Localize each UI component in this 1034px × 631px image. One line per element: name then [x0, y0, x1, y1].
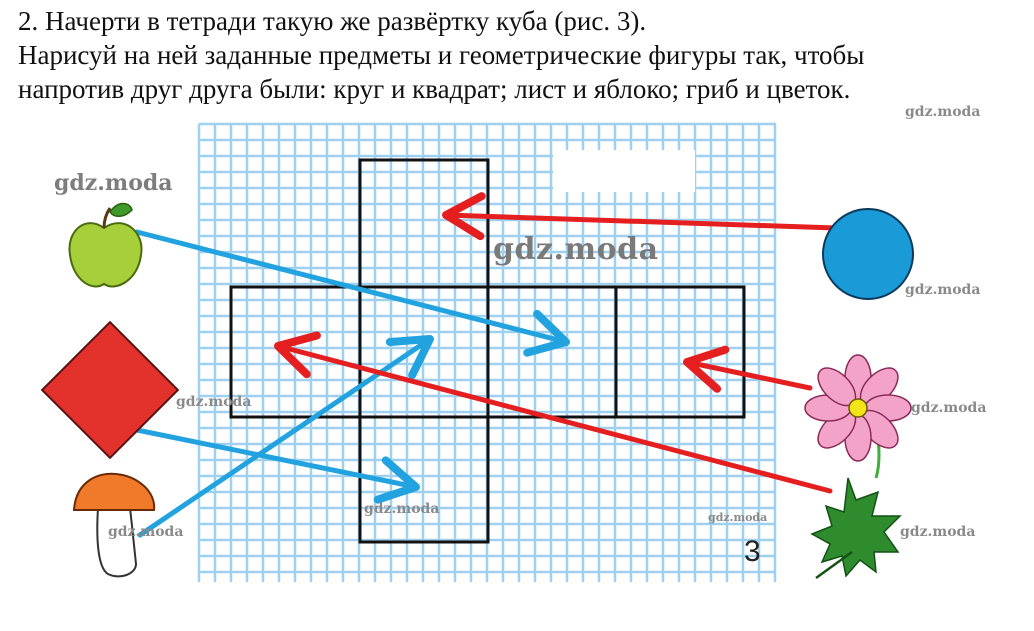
task-line-3: напротив друг друга были: круг и квадрат…	[18, 74, 851, 104]
watermark: gdz.moda	[493, 232, 659, 267]
arrow-flower-to-net	[683, 345, 813, 393]
task-line-1: 2. Начерти в тетради такую же развёртку …	[18, 6, 647, 36]
maple-leaf-icon	[810, 477, 902, 580]
figure-number: 3	[744, 535, 761, 568]
cube-net	[229, 158, 746, 544]
arrow-square-to-net	[129, 426, 420, 504]
mushroom-icon	[72, 472, 156, 578]
flower-icon	[804, 354, 912, 479]
net-face-bottom	[358, 415, 490, 544]
watermark: gdz.moda	[364, 501, 440, 517]
hidden-patch	[553, 150, 695, 192]
watermark: gdz.moda	[905, 282, 981, 298]
net-face-far-right	[614, 285, 746, 419]
watermark: gdz.moda	[176, 394, 252, 410]
arrow-apple-to-net	[134, 229, 570, 357]
watermark: gdz.moda	[708, 511, 768, 524]
arrows	[129, 192, 839, 538]
watermark: gdz.moda	[54, 170, 173, 196]
watermark: gdz.moda	[900, 524, 976, 540]
arrow-leaf-to-net	[274, 331, 833, 494]
blue-circle-icon	[822, 208, 914, 300]
task-line-2: Нарисуй на ней заданные предметы и геоме…	[18, 40, 865, 70]
watermark: gdz.moda	[905, 104, 981, 120]
watermark: gdz.moda	[108, 524, 184, 540]
arrow-circle-to-net	[442, 192, 839, 241]
apple-icon	[68, 202, 143, 288]
watermark: gdz.moda	[911, 400, 987, 416]
red-square-icon	[40, 320, 180, 460]
task-text: 2. Начерти в тетради такую же развёртку …	[18, 4, 1028, 106]
